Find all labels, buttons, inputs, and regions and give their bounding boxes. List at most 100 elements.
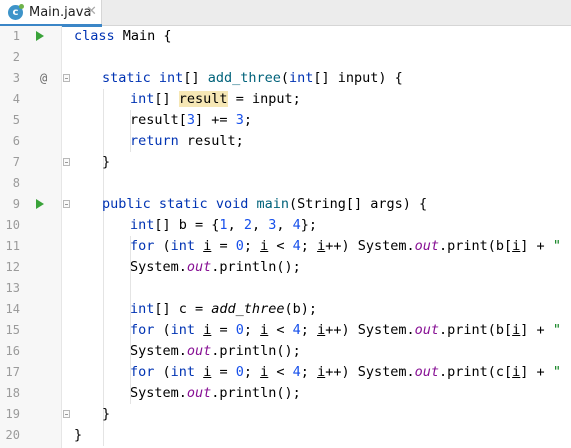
code-token: static [102, 70, 151, 86]
code-text[interactable]: class Main { [74, 26, 172, 47]
run-class-icon[interactable] [36, 31, 44, 41]
code-token: ++) System. [325, 238, 415, 254]
code-line-18[interactable]: 18 System.out.println(); [0, 383, 571, 404]
code-line-3[interactable]: 3 @ static int[] add_three(int[] input) … [0, 68, 571, 89]
code-line-14[interactable]: 14 int[] c = add_three(b); [0, 299, 571, 320]
code-line-6[interactable]: 6 return result; [0, 131, 571, 152]
code-line-13[interactable]: 13 [0, 278, 571, 299]
line-number: 17 [5, 365, 20, 379]
code-text[interactable]: for (int i = 0; i < 4; i++) System.out.p… [130, 236, 571, 257]
editor-tab-bar: c Main.java ✕ [0, 0, 571, 27]
code-line-10[interactable]: 10 int[] b = {1, 2, 3, 4}; [0, 215, 571, 236]
code-text[interactable]: result[3] += 3; [130, 110, 252, 131]
code-token: [] c = [154, 301, 212, 317]
fold-end-icon[interactable] [63, 158, 70, 166]
code-line-2[interactable]: 2 [0, 47, 571, 68]
code-token: out [414, 322, 439, 338]
code-text[interactable]: for (int i = 0; i < 4; i++) System.out.p… [130, 362, 571, 383]
code-token [151, 196, 159, 212]
code-token: i [203, 238, 212, 254]
fold-icon[interactable] [63, 200, 70, 208]
code-text[interactable]: } [102, 152, 110, 173]
code-line-5[interactable]: 5 result[3] += 3; [0, 110, 571, 131]
code-line-16[interactable]: 16 System.out.println(); [0, 341, 571, 362]
code-line-11[interactable]: 11 for (int i = 0; i < 4; i++) System.ou… [0, 236, 571, 257]
code-text[interactable]: int[] b = {1, 2, 3, 4}; [130, 215, 317, 236]
code-token: 3 [186, 112, 196, 128]
run-main-icon[interactable] [36, 199, 44, 209]
code-token [195, 322, 203, 338]
code-text[interactable]: } [74, 425, 82, 446]
code-token: ++) System. [325, 364, 415, 380]
code-text[interactable]: System.out.println(); [130, 341, 301, 362]
code-line-8[interactable]: 8 [0, 173, 571, 194]
code-text[interactable]: } [102, 404, 110, 425]
code-token: 4 [292, 364, 301, 380]
code-editor[interactable]: 1 class Main { 2 3 @ static int[] add_th… [0, 26, 571, 448]
code-line-4[interactable]: 4 int[] result = input; [0, 89, 571, 110]
code-token: = [211, 322, 236, 338]
code-token: System. [130, 259, 187, 275]
fold-icon[interactable] [63, 74, 70, 82]
code-token: .print(c[ [439, 364, 513, 380]
code-text[interactable]: int[] c = add_three(b); [130, 299, 317, 320]
code-line-1[interactable]: 1 class Main { [0, 26, 571, 47]
code-token: i [260, 238, 269, 254]
code-text[interactable]: int[] result = input; [130, 89, 301, 110]
code-token: ; [243, 238, 261, 254]
code-token: int [170, 364, 196, 380]
code-token: 0 [235, 238, 244, 254]
code-token: for [130, 322, 155, 338]
code-token: ( [154, 238, 171, 254]
code-line-20[interactable]: 20 } [0, 425, 571, 446]
code-text[interactable]: System.out.println(); [130, 257, 301, 278]
code-token: 3 [268, 217, 277, 233]
code-text[interactable]: for (int i = 0; i < 4; i++) System.out.p… [130, 320, 571, 341]
code-token: ] + [520, 364, 553, 380]
code-line-12[interactable]: 12 System.out.println(); [0, 257, 571, 278]
code-text[interactable]: return result; [130, 131, 244, 152]
close-tab-icon[interactable]: ✕ [86, 4, 97, 19]
code-token: ; [300, 322, 318, 338]
line-number: 5 [12, 113, 20, 127]
code-token [248, 196, 256, 212]
code-token: < [268, 238, 293, 254]
code-token: 0 [235, 364, 244, 380]
code-line-15[interactable]: 15 for (int i = 0; i < 4; i++) System.ou… [0, 320, 571, 341]
override-marker-icon[interactable]: @ [40, 71, 48, 85]
code-token: int [130, 217, 155, 233]
code-token [208, 196, 216, 212]
code-token: add_three [207, 70, 281, 86]
code-token: , [251, 217, 269, 233]
line-number: 1 [12, 29, 20, 43]
code-text[interactable]: static int[] add_three(int[] input) { [102, 68, 403, 89]
code-token: < [268, 364, 293, 380]
line-number: 7 [12, 155, 20, 169]
code-token: [] b = { [154, 217, 220, 233]
code-text[interactable]: public static void main(String[] args) { [102, 194, 427, 215]
fold-end-icon[interactable] [63, 410, 70, 418]
code-token: int [170, 238, 196, 254]
code-token: public [102, 196, 151, 212]
indent-guide [103, 89, 104, 446]
code-token: < [268, 322, 293, 338]
code-token: 4 [292, 238, 301, 254]
code-line-7[interactable]: 7 } [0, 152, 571, 173]
code-token: ] + [520, 238, 553, 254]
code-token: 4 [292, 322, 301, 338]
code-line-19[interactable]: 19 } [0, 404, 571, 425]
code-token: i [203, 322, 212, 338]
active-tab-indicator [0, 24, 102, 27]
tab-main-java[interactable]: c Main.java ✕ [0, 0, 102, 27]
code-token: 1 [219, 217, 228, 233]
code-token: ; [300, 364, 318, 380]
code-line-9[interactable]: 9 public static void main(String[] args)… [0, 194, 571, 215]
code-line-17[interactable]: 17 for (int i = 0; i < 4; i++) System.ou… [0, 362, 571, 383]
code-text[interactable]: System.out.println(); [130, 383, 301, 404]
code-token: i [317, 322, 326, 338]
code-token: [] input) { [313, 70, 403, 86]
line-number: 2 [12, 50, 20, 64]
code-token: class [74, 28, 115, 44]
line-number: 12 [5, 260, 20, 274]
code-token: " " [552, 322, 571, 338]
